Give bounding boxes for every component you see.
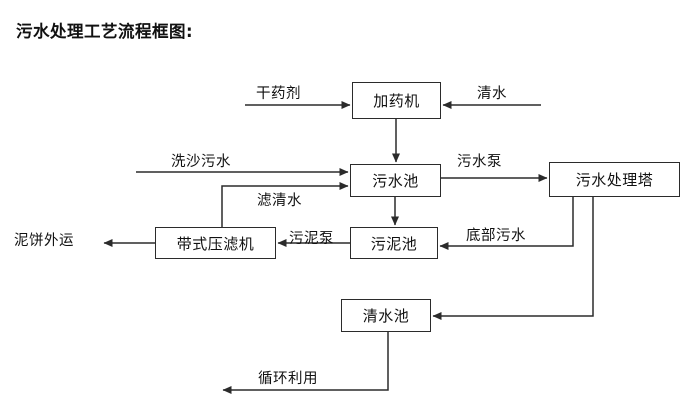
- edge-clear-pool-to-recycle: [222, 332, 389, 394]
- node-sewage-pool[interactable]: 污水池: [350, 164, 441, 197]
- node-label: 清水池: [362, 307, 410, 325]
- edge-label-recycle-reuse: 循环利用: [258, 371, 318, 387]
- edge-label-dry-chemical: 干药剂: [256, 86, 301, 102]
- node-label: 污泥池: [370, 234, 418, 253]
- edge-label-bottom-sewage: 底部污水: [466, 228, 526, 244]
- node-label: 污水处理塔: [575, 171, 654, 189]
- terminal-label-mudcake-transport-out: 泥饼外运: [14, 233, 74, 249]
- edge-label-clean-water: 清水: [477, 86, 507, 102]
- edge-label-sewage-pump: 污水泵: [457, 154, 502, 170]
- edge-press-to-sewage-pool: [221, 182, 349, 227]
- edge-label-sand-washing-wastewater: 洗沙污水: [171, 154, 231, 170]
- edge-label-filtrate-clean-water: 滤清水: [257, 193, 302, 209]
- node-sludge-pool[interactable]: 污泥池: [350, 227, 438, 259]
- node-label: 带式压滤机: [176, 234, 255, 253]
- node-label: 污水池: [372, 172, 419, 190]
- node-belt-filter-press[interactable]: 带式压滤机: [155, 227, 276, 259]
- node-wastewater-treatment-tower[interactable]: 污水处理塔: [549, 162, 680, 197]
- edge-tower-to-clear-pool: [432, 197, 594, 320]
- page-title: 污水处理工艺流程框图:: [16, 22, 194, 41]
- node-dosing-machine[interactable]: 加药机: [352, 82, 441, 119]
- edge-label-sludge-pump: 污泥泵: [289, 231, 334, 247]
- node-clear-water-pool[interactable]: 清水池: [341, 299, 431, 332]
- node-label: 加药机: [373, 92, 420, 110]
- edge-tower-to-sludge-pool: [439, 197, 574, 250]
